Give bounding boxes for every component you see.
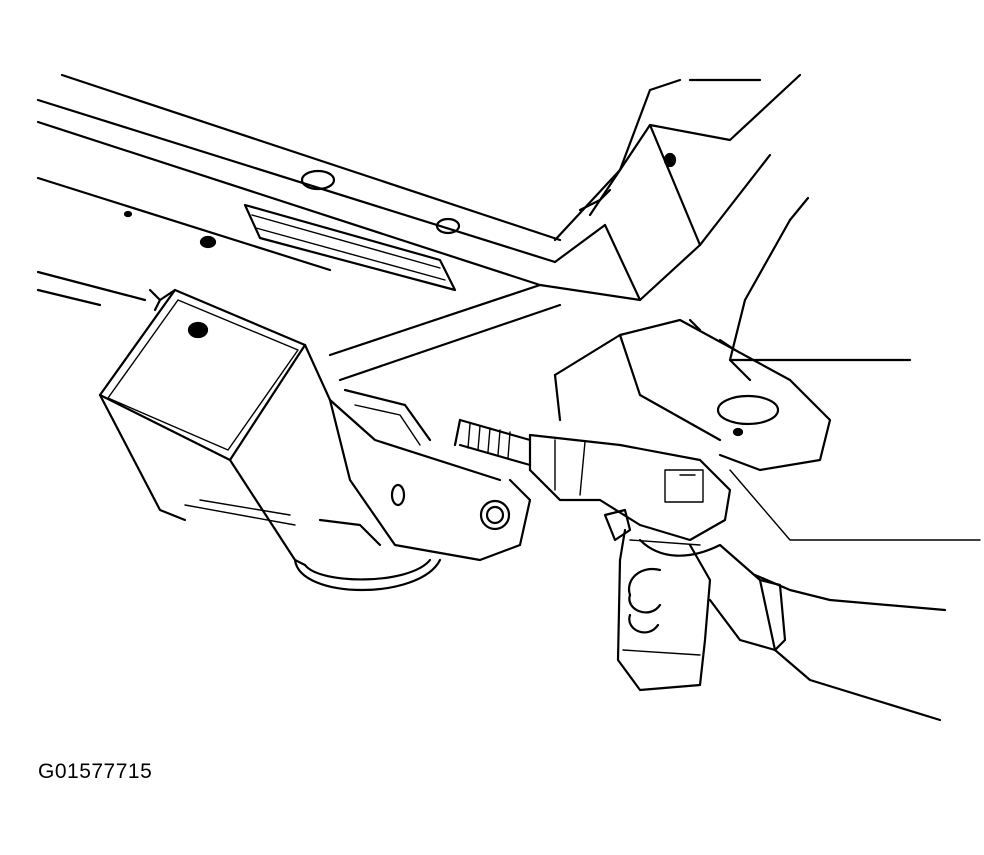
frame-crossmember [36, 73, 562, 307]
hitch-receiver [98, 288, 532, 591]
bolt [479, 499, 511, 531]
hand [627, 538, 947, 722]
impact-wrench [453, 418, 732, 692]
tow-hook [553, 318, 981, 541]
figure-code: G01577715 [38, 760, 153, 783]
frame-rail [328, 73, 802, 382]
frame-rail-rear [688, 196, 912, 382]
